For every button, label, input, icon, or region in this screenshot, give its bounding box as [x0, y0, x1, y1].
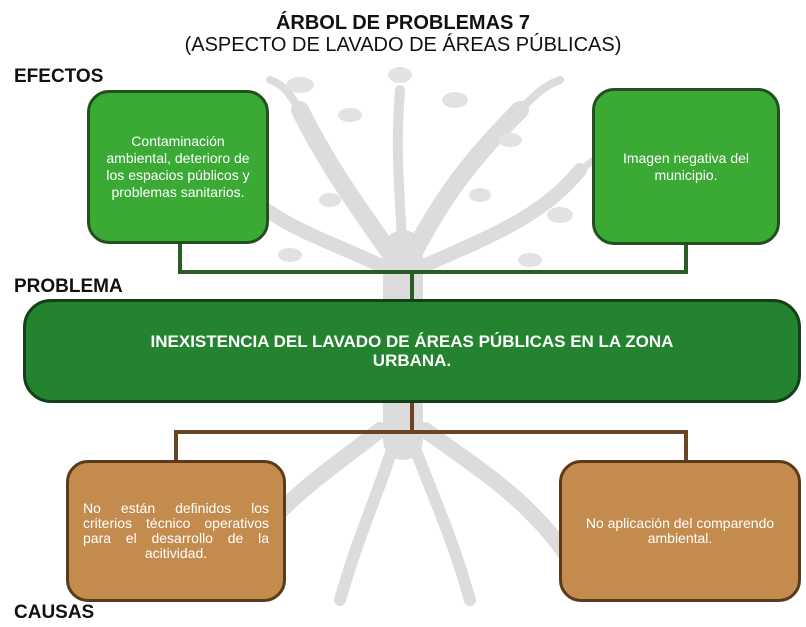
- effect-connector: [178, 243, 688, 300]
- problem-text: INEXISTENCIA DEL LAVADO DE ÁREAS PÚBLICA…: [150, 332, 674, 370]
- effect-box-2: Imagen negativa del municipio.: [592, 88, 780, 245]
- section-label-causes: CAUSAS: [14, 602, 95, 623]
- effect-text: Contaminación ambiental, deterioro de lo…: [106, 133, 250, 200]
- section-label-effects: EFECTOS: [14, 66, 104, 87]
- cause-box-2: No aplicación del comparendo ambiental.: [559, 460, 801, 602]
- cause-box-1: No están definidos los criterios técnico…: [66, 460, 286, 602]
- effect-text: Imagen negativa del municipio.: [622, 149, 750, 183]
- cause-text: No aplicación del comparendo ambiental.: [585, 515, 775, 546]
- diagram-subtitle: (ASPECTO DE LAVADO DE ÁREAS PÚBLICAS): [184, 34, 622, 56]
- effect-box-1: Contaminación ambiental, deterioro de lo…: [87, 90, 269, 244]
- cause-connector: [174, 402, 688, 460]
- diagram-title: ÁRBOL DE PROBLEMAS 7: [275, 12, 531, 34]
- cause-text: No están definidos los criterios técnico…: [83, 500, 269, 561]
- problem-box: INEXISTENCIA DEL LAVADO DE ÁREAS PÚBLICA…: [23, 299, 801, 403]
- section-label-problem: PROBLEMA: [14, 276, 123, 297]
